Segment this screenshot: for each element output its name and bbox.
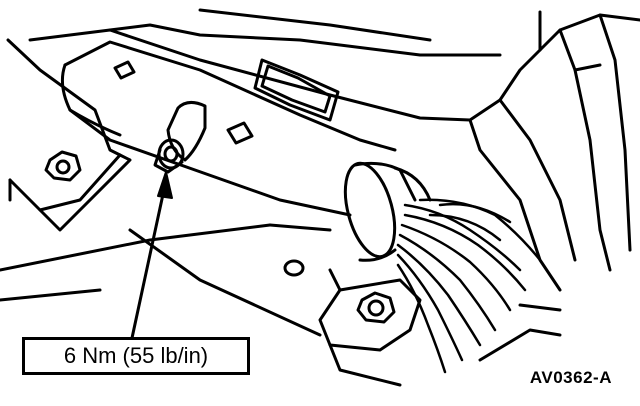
mounting-bracket bbox=[6, 38, 132, 232]
wiring-harness bbox=[396, 198, 542, 374]
floor-lines bbox=[0, 223, 562, 362]
figure-id-label: AV0362-A bbox=[529, 368, 612, 387]
callout-leader-arrow bbox=[130, 171, 173, 340]
dash-structure bbox=[28, 8, 640, 292]
torque-callout-label: 6 Nm (55 lb/in) bbox=[63, 343, 209, 368]
retaining-screw bbox=[153, 138, 185, 174]
column-boot bbox=[343, 161, 432, 262]
panel-hole bbox=[283, 259, 305, 277]
dash-slot bbox=[253, 58, 340, 122]
torque-callout-box: 6 Nm (55 lb/in) bbox=[22, 337, 250, 375]
lower-bracket bbox=[318, 268, 422, 387]
bracket-nut bbox=[44, 150, 82, 182]
lower-bolt bbox=[356, 291, 396, 324]
